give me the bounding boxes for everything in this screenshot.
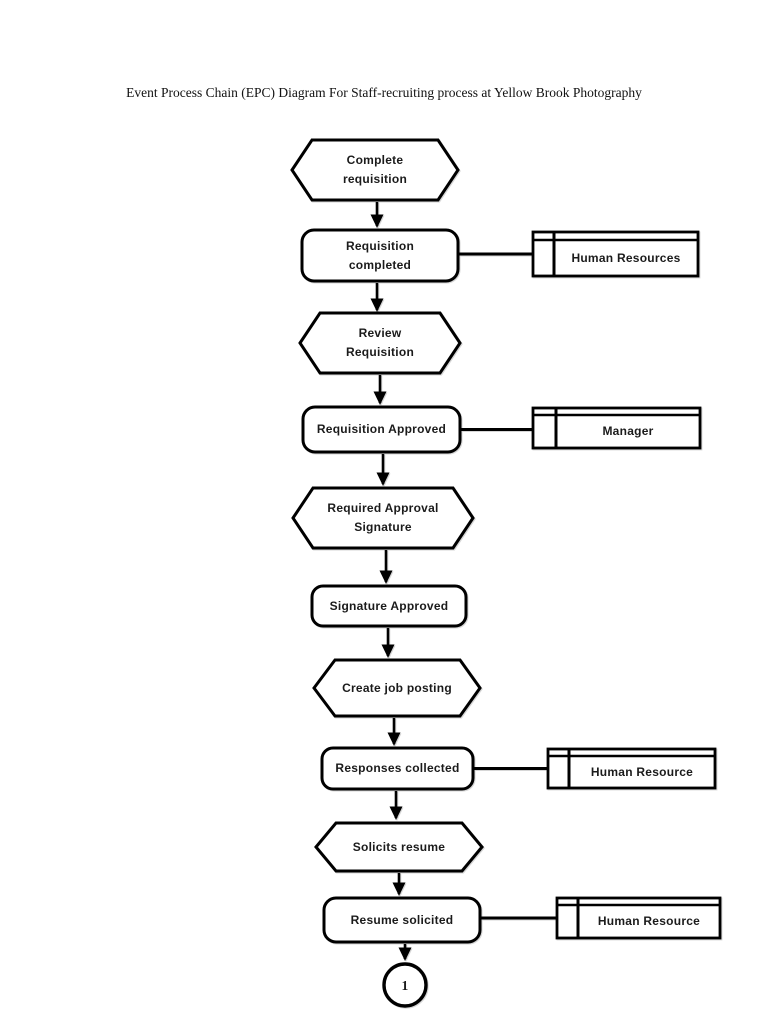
event-review-requisition-shape — [298, 311, 462, 375]
event-required-approval-signature-shape — [291, 486, 475, 550]
event-complete-requisition-shape — [290, 138, 460, 202]
function-responses-collected-label: Responses collected — [335, 761, 460, 775]
diagram-title: Event Process Chain (EPC) Diagram For St… — [126, 85, 642, 100]
function-signature-approved-label: Signature Approved — [329, 598, 449, 613]
function-signature-approved-shape — [310, 584, 468, 628]
org-unit-manager-label: Manager — [602, 424, 654, 438]
event-create-job-posting-shape — [312, 658, 482, 718]
off-page-connector-circle — [382, 962, 428, 1008]
event-required-approval-signature-label: Required Approval Signature — [327, 501, 439, 534]
org-unit-human-resource-2-label: Human Resource — [590, 764, 694, 779]
event-create-job-posting-label: Create job posting — [342, 680, 452, 695]
function-resume-solicited-shape — [322, 896, 482, 944]
event-complete-requisition-label: Complete requisition — [342, 153, 408, 186]
function-responses-collected-shape — [320, 746, 475, 791]
function-requisition-completed-label: Requisition completed — [345, 238, 415, 272]
event-solicits-resume-label: Solicits resume — [352, 839, 446, 854]
event-solicits-resume-shape — [314, 821, 484, 873]
function-requisition-approved-label: Requisition Approved — [316, 422, 447, 436]
function-resume-solicited-label: Resume solicited — [350, 912, 454, 927]
off-page-connector-label: 1 — [401, 977, 409, 993]
org-unit-human-resource-3-label: Human Resource — [597, 914, 701, 928]
org-unit-human-resources-label: Human Resources — [571, 250, 681, 265]
event-review-requisition-label: Review Requisition — [345, 326, 415, 359]
function-requisition-completed-shape — [300, 228, 460, 283]
function-requisition-approved-shape — [301, 405, 462, 454]
